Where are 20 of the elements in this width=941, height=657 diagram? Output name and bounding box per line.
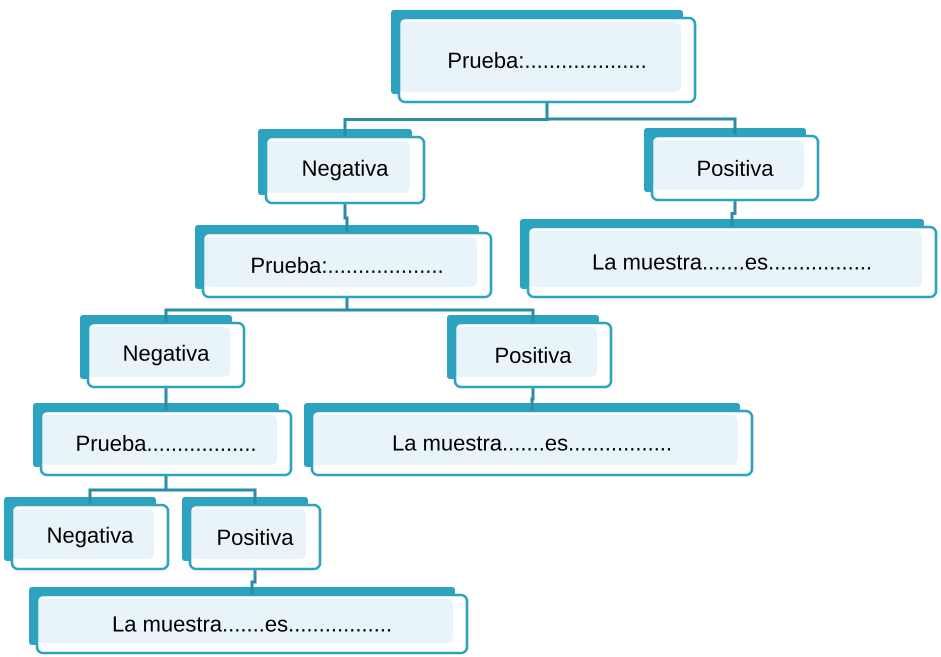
text-box: La muestra.......es.................	[304, 403, 754, 476]
connector	[530, 388, 534, 410]
connector	[344, 204, 348, 232]
text-box: Positiva	[644, 128, 820, 202]
text-box: Prueba:...................	[195, 225, 492, 298]
text-box: La muestra.......es.................	[29, 587, 468, 654]
text-box: Positiva	[182, 497, 322, 570]
connector	[730, 201, 736, 226]
connector	[164, 476, 256, 504]
connector	[546, 103, 736, 135]
text-box: Prueba:....................	[391, 10, 696, 104]
text-box: Negativa	[258, 129, 426, 204]
text-box: La muestra.......es.................	[520, 219, 938, 298]
connector	[250, 570, 256, 594]
text-box: Negativa	[4, 497, 170, 570]
text-box: Prueba..................	[33, 403, 292, 476]
connector	[164, 388, 168, 410]
connector	[346, 298, 534, 322]
text-box: Negativa	[80, 315, 246, 388]
text-box: Positiva	[447, 315, 612, 388]
